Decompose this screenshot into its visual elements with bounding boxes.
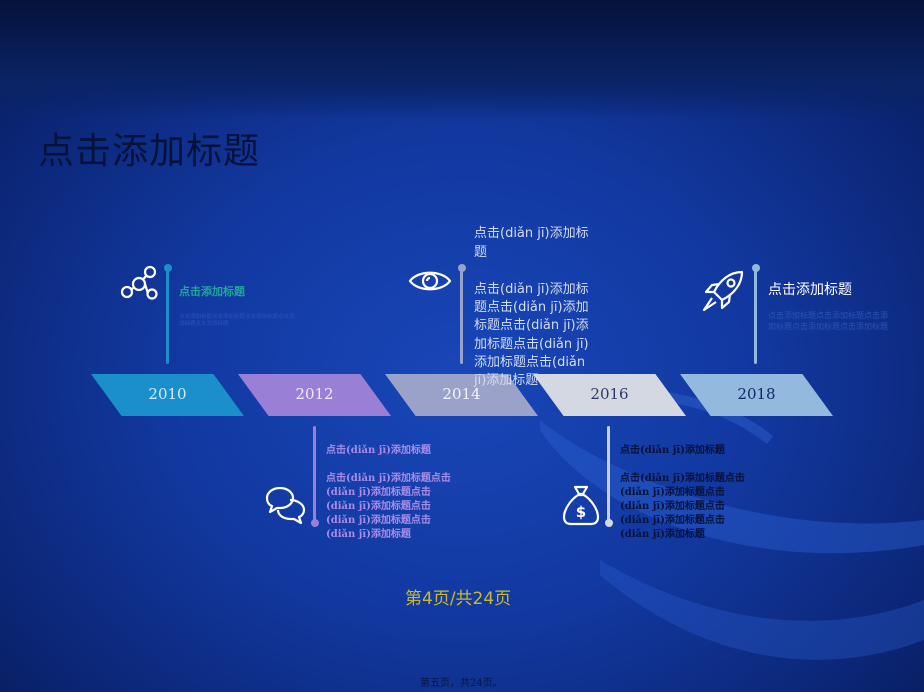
item-2014-heading-line[interactable]: 点击(diǎn jī)添加标 <box>474 226 589 241</box>
connector-dot-2016 <box>605 519 613 527</box>
eye-icon <box>408 271 452 291</box>
item-2014-body-line[interactable]: 添加标题点击(diǎn <box>474 355 586 370</box>
chat-bubbles-icon <box>265 486 306 525</box>
connector-2012 <box>313 426 316 522</box>
item-2014-body-line[interactable]: jī)添加标题 <box>474 373 539 388</box>
item-2012-body-line[interactable]: (diǎn jī)添加标题 <box>326 529 411 540</box>
rocket-icon <box>702 270 744 312</box>
item-2016-body-line[interactable]: (diǎn jī)添加标题点击 <box>620 515 725 526</box>
connector-dot-2018 <box>752 264 760 272</box>
item-2010-heading[interactable]: 点击添加标题 <box>179 285 245 298</box>
footer-text: 第五页，共24页。 <box>420 678 503 689</box>
year-label: 2014 <box>442 385 481 403</box>
network-icon <box>120 265 158 300</box>
item-2014-body-line[interactable]: 标题点击(diǎn jī)添 <box>474 318 589 333</box>
item-2014-body-line[interactable]: 题点击(diǎn jī)添加 <box>474 300 589 315</box>
connector-2018 <box>754 268 757 364</box>
connector-2016 <box>607 426 610 522</box>
year-label: 2016 <box>590 385 629 403</box>
item-2016-body-line[interactable]: 点击(diǎn jī)添加标题点击 <box>620 473 745 484</box>
item-2014-body-line[interactable]: 点击(diǎn jī)添加标 <box>474 282 589 297</box>
item-2010-body-line[interactable]: 点击添加标题点击添加标题点击添加标题点击添 <box>179 314 295 320</box>
svg-text:$: $ <box>576 503 586 521</box>
item-2014-body-line[interactable]: 加标题点击(diǎn jī) <box>474 337 589 352</box>
page-indicator: 第4页/共24页 <box>405 589 512 609</box>
year-band-2012: 2012 <box>238 374 391 416</box>
item-2010-body-line[interactable]: 加标题点击添加标题 <box>179 321 229 327</box>
item-2012-heading[interactable]: 点击(diǎn jī)添加标题 <box>326 445 431 456</box>
item-2012-body-line[interactable]: (diǎn jī)添加标题点击 <box>326 515 431 526</box>
item-2016-heading[interactable]: 点击(diǎn jī)添加标题 <box>620 445 725 456</box>
item-2018-heading[interactable]: 点击添加标题 <box>768 282 852 298</box>
connector-2014 <box>460 268 463 364</box>
page-title[interactable]: 点击添加标题 <box>38 131 261 172</box>
item-2018-body-line[interactable]: 点击添加标题点击添加标题点击添 <box>768 311 888 320</box>
item-2016-body-line[interactable]: (diǎn jī)添加标题点击 <box>620 487 725 498</box>
year-label: 2012 <box>295 385 334 403</box>
item-2012-body-line[interactable]: (diǎn jī)添加标题点击 <box>326 487 431 498</box>
item-2018-body-line[interactable]: 加标题点击添加标题点击添加标题 <box>768 322 888 331</box>
item-2016-body-line[interactable]: (diǎn jī)添加标题 <box>620 529 705 540</box>
item-2012-body-line[interactable]: 点击(diǎn jī)添加标题点击 <box>326 473 451 484</box>
item-2014-heading-line[interactable]: 题 <box>474 245 488 260</box>
item-2012-body-line[interactable]: (diǎn jī)添加标题点击 <box>326 501 431 512</box>
item-2016-body-line[interactable]: (diǎn jī)添加标题点击 <box>620 501 725 512</box>
connector-dot-2014 <box>458 264 466 272</box>
money-bag-icon: $ <box>562 485 600 526</box>
connector-dot-2010 <box>164 264 172 272</box>
connector-dot-2012 <box>311 519 319 527</box>
year-label: 2010 <box>148 385 187 403</box>
connector-2010 <box>166 268 169 364</box>
top-dark-band <box>0 0 924 120</box>
year-label: 2018 <box>737 385 776 403</box>
